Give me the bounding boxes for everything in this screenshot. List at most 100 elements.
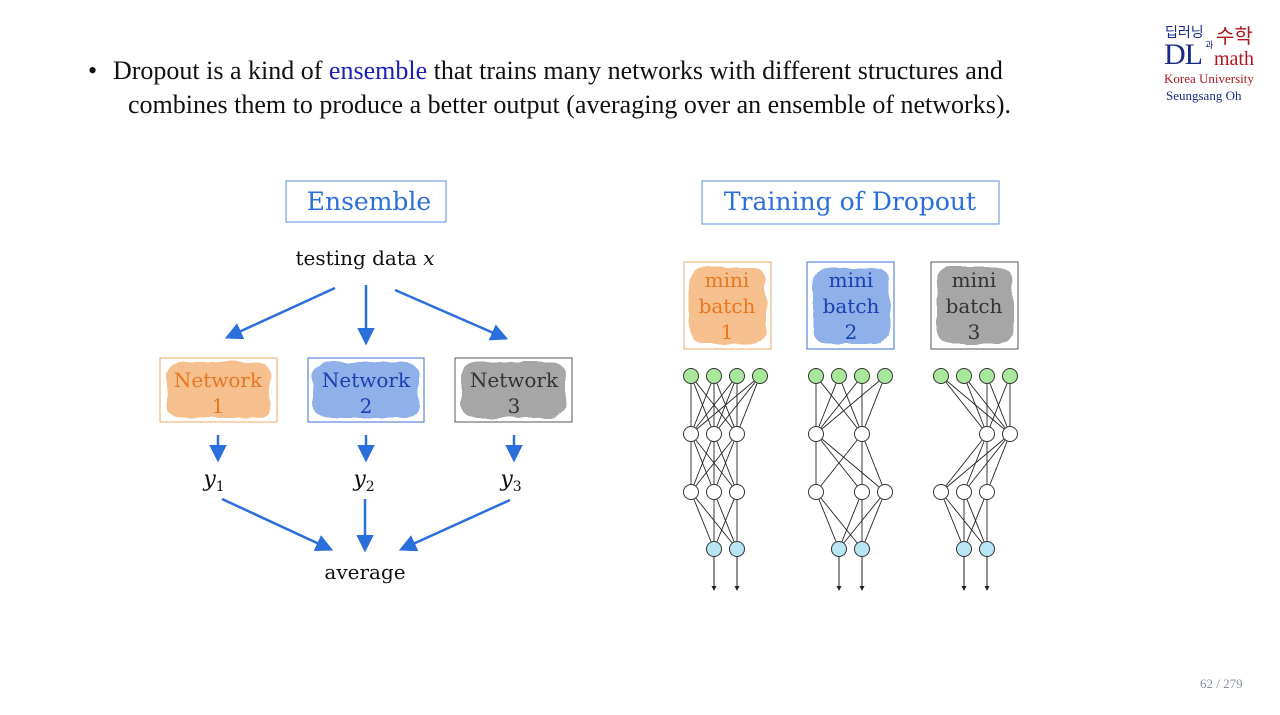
network-3-number: 3 [508,394,521,418]
connection-line [986,375,1011,435]
hidden-node [729,484,745,500]
connection-line [713,375,761,435]
input-node [683,368,699,384]
connection-line [690,375,715,435]
connection-line [815,375,840,435]
thinned-network-1 [683,368,768,591]
connection-line [815,375,886,435]
logo-math: math [1214,48,1254,70]
mini-batch-2-line2: batch [823,294,880,318]
hidden-node [683,426,699,442]
hidden-node [706,484,722,500]
network-2-box: Network 2 [307,357,425,423]
output-node [831,541,847,557]
connection-line [713,491,738,550]
connection-line [815,491,840,550]
arrow-input-to-network-3 [394,288,509,341]
hidden-node [706,426,722,442]
hidden-node [854,484,870,500]
mini-batch-3-number: 3 [968,320,981,344]
connection-line [963,375,988,435]
arrow-y1-to-average [221,497,334,552]
average-label: average [324,560,405,584]
mini-batch-2-line1: mini [829,268,874,292]
logo-author: Seungsang Oh [1166,88,1242,103]
thinned-network-2 [808,368,893,591]
arrow-input-to-network-1 [224,286,336,340]
ensemble-title-box [285,180,447,223]
connection-line [940,433,1011,493]
hidden-node [933,484,949,500]
output-node [854,541,870,557]
mini-batch-1-line2: batch [699,294,756,318]
page-number: 62 / 279 [1200,676,1243,691]
dropout-title-box [701,180,1000,225]
network-3-label: Network [470,368,559,392]
logo-korean-left: 딥러닝 [1165,25,1204,41]
output-node [729,541,745,557]
output-node [979,541,995,557]
input-node [729,368,745,384]
connection-line [963,491,988,550]
connection-line [861,375,886,435]
connection-line [713,433,738,493]
bullet-line-1-pre: Dropout is a kind of [113,56,329,85]
connection-line [690,433,715,493]
testing-data-label: testing data x [296,246,435,270]
network-2-number: 2 [360,394,373,418]
mini-batch-3-line1: mini [952,268,997,292]
input-node [877,368,893,384]
logo-korean-conj: 과 [1205,41,1214,51]
network-2-label: Network [322,368,411,392]
output-y3: y3 [499,467,521,495]
network-3-box: Network 3 [454,357,573,423]
hidden-node [808,484,824,500]
output-y2: y2 [352,467,374,495]
connection-line [940,433,988,493]
connection-line [690,375,738,435]
input-node [752,368,768,384]
connection-line [815,433,863,493]
network-1-label: Network [174,368,263,392]
mini-batch-2-box: mini batch 2 [806,261,895,350]
dropout-section: Training of Dropout mini batch 1 mini ba… [683,180,1019,591]
thinned-networks [683,368,1018,591]
bullet-dot: • [88,56,98,85]
arrow-y3-to-average [398,498,511,552]
connection-line [940,491,965,550]
connection-line [815,433,886,493]
input-node [956,368,972,384]
hidden-node [956,484,972,500]
hidden-node [877,484,893,500]
mini-batch-3-box: mini batch 3 [930,261,1019,350]
bullet-line-1-post: that trains many networks with different… [427,56,1003,85]
logo-dl: DL [1164,38,1203,71]
bullet-line-1: Dropout is a kind of ensemble that train… [113,54,1003,88]
hidden-node [979,426,995,442]
input-node [979,368,995,384]
connection-line [986,433,1011,493]
thinned-network-3 [933,368,1018,591]
connection-line [815,491,863,550]
bullet-line-2: combines them to produce a better output… [128,90,1011,119]
ensemble-highlight: ensemble [328,56,428,85]
mini-batch-2-number: 2 [845,320,858,344]
connection-line [838,491,863,550]
output-node [956,541,972,557]
hidden-node [683,484,699,500]
dropout-title: Training of Dropout [724,187,976,216]
mini-batch-1-line1: mini [705,268,750,292]
dlmath-logo: 딥러닝 수학 과 DL math Korea University Seungs… [1158,20,1268,110]
hidden-node [854,426,870,442]
network-1-box: Network 1 [159,357,278,423]
input-node [808,368,824,384]
connection-line [963,433,1011,493]
network-1-number: 1 [212,394,225,418]
hidden-node [979,484,995,500]
connection-line [690,375,761,435]
input-node [706,368,722,384]
output-y1: y1 [202,467,224,495]
hidden-node [1002,426,1018,442]
connection-line [861,433,886,493]
